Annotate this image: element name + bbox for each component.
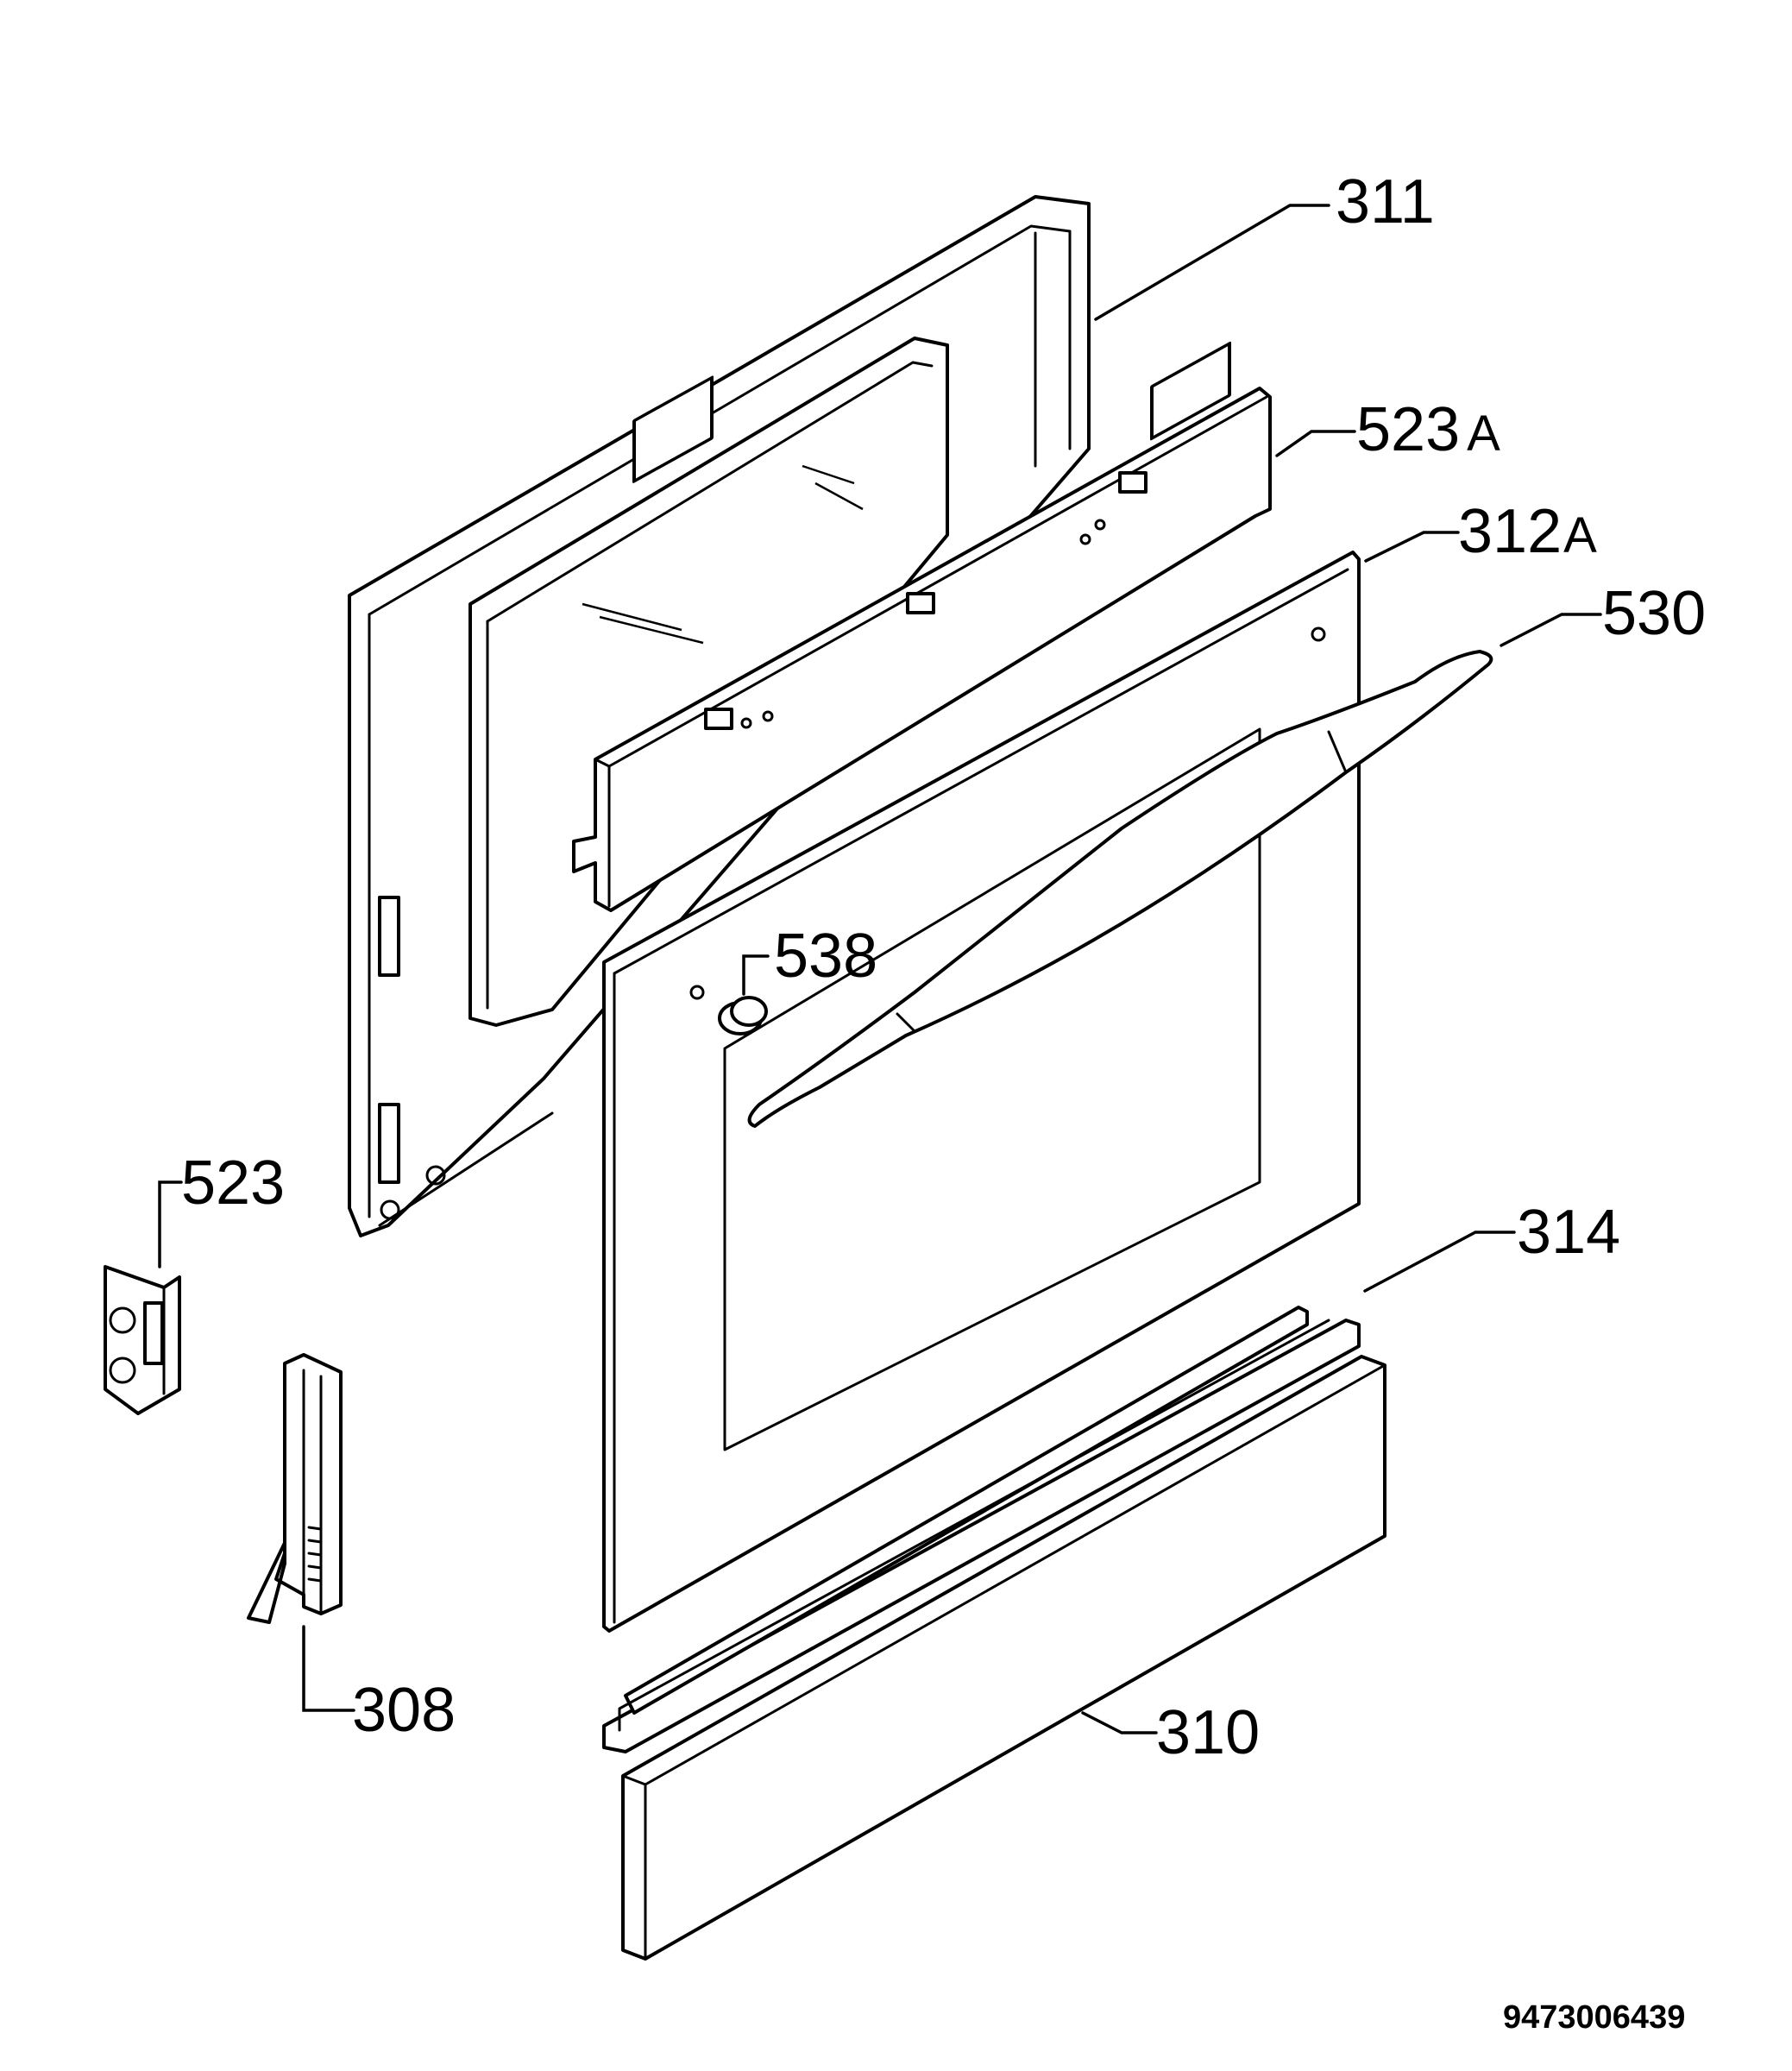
bracket-window <box>1150 341 1231 441</box>
screw-hole <box>425 1165 446 1186</box>
hinge-slot-lower <box>378 1103 400 1184</box>
bracket-window <box>632 375 714 483</box>
part-314-seal-strip <box>602 1306 1361 1753</box>
callout-310: 310 <box>1156 1698 1260 1767</box>
callout-312a: 312A <box>1458 497 1597 566</box>
part-523a-top-bracket <box>572 341 1272 912</box>
callout-530: 530 <box>1602 579 1706 648</box>
document-number: 9473006439 <box>1503 1999 1685 2036</box>
receiver-screw <box>109 1306 136 1334</box>
leader-lines <box>158 204 1602 1734</box>
screw-hole <box>689 985 705 1000</box>
part-523-hinge-receiver <box>104 1265 181 1415</box>
receiver-slot <box>143 1301 164 1365</box>
glass-glare <box>814 482 864 511</box>
callout-314: 314 <box>1517 1198 1620 1267</box>
callout-308: 308 <box>352 1676 456 1745</box>
glass-glare <box>582 602 682 632</box>
receiver-screw <box>109 1357 136 1384</box>
hinge-slot-upper <box>378 896 400 977</box>
callout-523: 523 <box>181 1149 285 1218</box>
part-530-door-handle <box>747 650 1493 1128</box>
glass-glare <box>599 615 704 645</box>
part-310-lower-trim-panel <box>621 1355 1386 1961</box>
screw-hole <box>380 1199 400 1220</box>
glass-window-outline <box>723 727 1261 1451</box>
callout-311: 311 <box>1336 167 1435 236</box>
bracket-clip <box>1118 471 1148 494</box>
glass-glare <box>802 464 855 485</box>
bracket-clip <box>906 592 935 614</box>
part-308-hinge <box>247 1353 343 1624</box>
part-538-bushing <box>718 996 768 1036</box>
screw-hole <box>1311 626 1326 642</box>
bracket-clip <box>704 708 733 730</box>
callout-538: 538 <box>774 922 877 991</box>
hinge-spring <box>307 1526 323 1583</box>
